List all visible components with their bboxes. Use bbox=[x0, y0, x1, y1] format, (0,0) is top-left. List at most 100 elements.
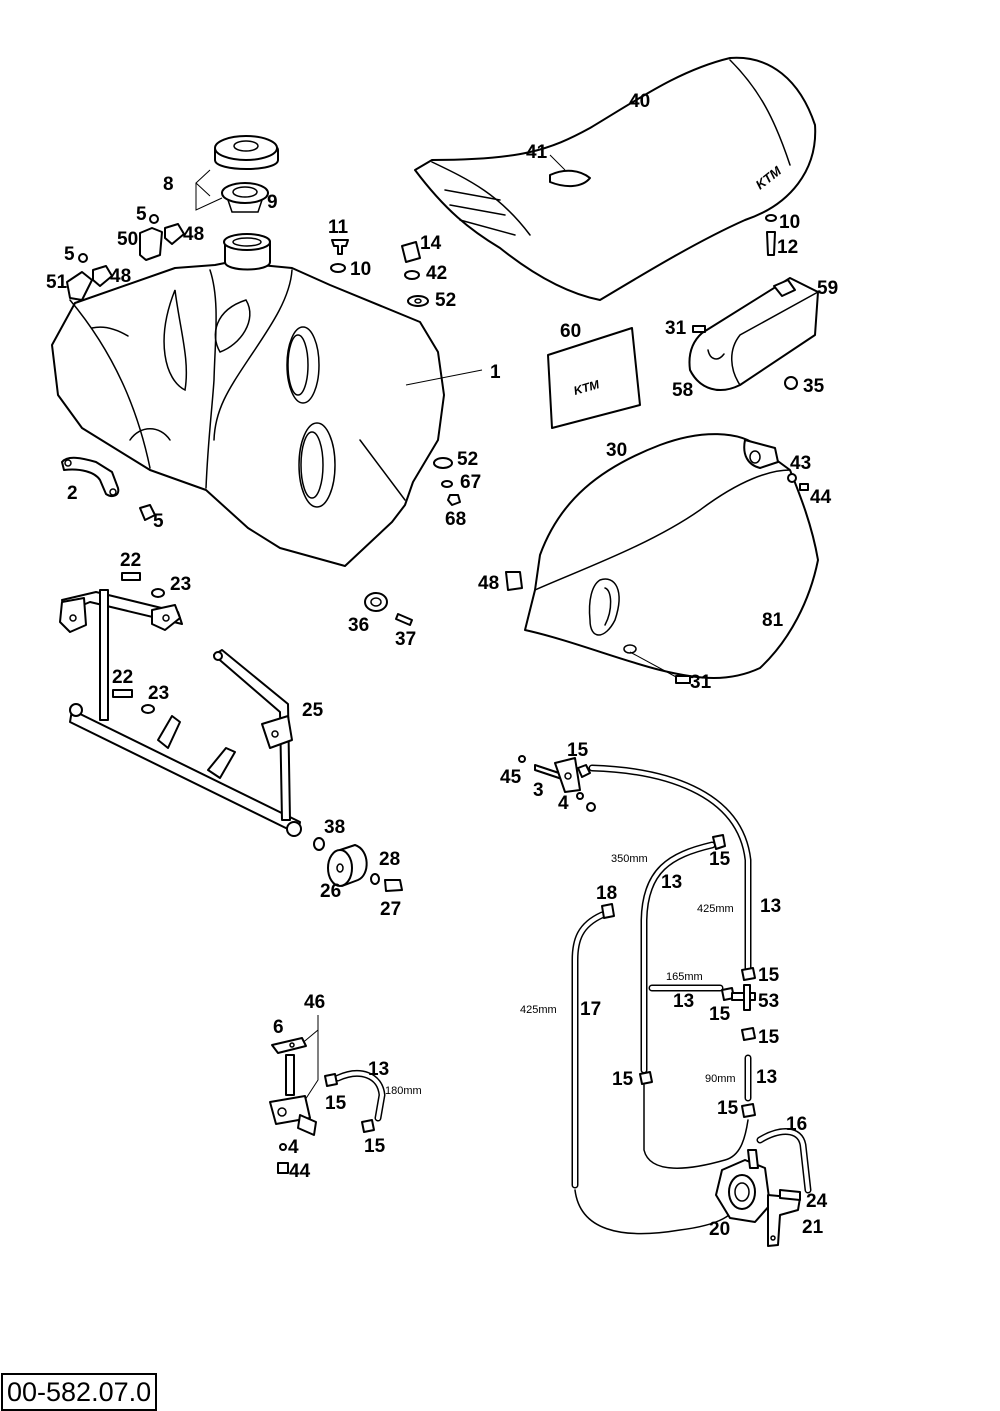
clamp-15-a[interactable] bbox=[577, 764, 591, 778]
seat-strap[interactable] bbox=[549, 169, 591, 188]
clamp-15-b[interactable] bbox=[712, 834, 726, 850]
label-washer-38: 38 bbox=[324, 817, 345, 838]
screw-5-a[interactable] bbox=[149, 214, 159, 224]
bracket-21[interactable] bbox=[767, 1194, 801, 1247]
washer-4-bottom[interactable] bbox=[279, 1143, 287, 1151]
label-seat: 40 bbox=[629, 91, 650, 112]
clip-59[interactable] bbox=[773, 279, 796, 297]
clamp-15-i[interactable] bbox=[361, 1119, 375, 1133]
frame-25[interactable] bbox=[59, 589, 302, 837]
label-sleeve-43: 43 bbox=[790, 453, 811, 474]
screw-5-c[interactable] bbox=[139, 504, 156, 521]
bolt-12[interactable] bbox=[766, 231, 776, 256]
cap-seal[interactable] bbox=[221, 182, 269, 213]
label-washer-23-a: 23 bbox=[170, 574, 191, 595]
label-screw-5-a: 5 bbox=[136, 204, 147, 225]
label-cap-seal: 9 bbox=[267, 192, 278, 213]
label-screw-44-b: 44 bbox=[289, 1161, 311, 1182]
label-washer-10-seat: 10 bbox=[779, 212, 800, 233]
washer-52-b[interactable] bbox=[433, 457, 453, 469]
washer-42[interactable] bbox=[404, 270, 420, 280]
hose-17[interactable] bbox=[571, 911, 606, 1189]
washer-10-tank[interactable] bbox=[330, 263, 346, 273]
fuel-tank[interactable] bbox=[51, 233, 445, 567]
label-bracket-51: 51 bbox=[46, 272, 68, 293]
washer-28[interactable] bbox=[370, 873, 380, 885]
label-fuel-tap-3: 3 bbox=[533, 780, 544, 801]
label-bracket-50: 50 bbox=[117, 229, 138, 250]
washer-4-top[interactable] bbox=[576, 792, 584, 800]
screw-44-b-lower[interactable] bbox=[277, 1162, 289, 1174]
nut-48-c[interactable] bbox=[505, 571, 523, 591]
washer-10-seat[interactable] bbox=[765, 214, 777, 222]
label-bolt-22-a: 22 bbox=[120, 550, 141, 571]
bracket-51[interactable] bbox=[66, 271, 93, 301]
label-clamp-15-f: 15 bbox=[717, 1098, 739, 1119]
washer-23-b[interactable] bbox=[141, 704, 155, 714]
bolt-22-b[interactable] bbox=[112, 689, 133, 698]
nut-68[interactable] bbox=[447, 494, 461, 506]
sleeve-43[interactable] bbox=[743, 439, 779, 469]
washer-23-a[interactable] bbox=[151, 588, 165, 598]
screw-44-a[interactable] bbox=[787, 473, 809, 491]
washer-67[interactable] bbox=[441, 480, 453, 488]
label-plate-6: 6 bbox=[273, 1017, 284, 1038]
grommet-36[interactable] bbox=[364, 592, 388, 612]
seat[interactable]: KTM bbox=[414, 56, 817, 301]
screw-5-b[interactable] bbox=[78, 253, 88, 263]
label-decal-60: 60 bbox=[560, 321, 581, 342]
dim-hose-350: 350mm bbox=[611, 853, 648, 865]
clamp-15-h[interactable] bbox=[324, 1073, 338, 1087]
oring-45[interactable] bbox=[518, 755, 526, 763]
clamp-15-e[interactable] bbox=[741, 1027, 756, 1041]
clamp-18[interactable] bbox=[601, 903, 615, 919]
hose-24[interactable] bbox=[779, 1189, 801, 1201]
nut-35[interactable] bbox=[784, 376, 798, 390]
clamp-15-f[interactable] bbox=[741, 1103, 756, 1118]
bolt-14[interactable] bbox=[401, 241, 421, 263]
label-screw-37: 37 bbox=[395, 629, 416, 650]
valve-20[interactable] bbox=[715, 1149, 771, 1223]
label-hose-13-e: 13 bbox=[756, 1067, 777, 1088]
screw-31-b[interactable] bbox=[675, 675, 691, 684]
label-bolt-12: 12 bbox=[777, 237, 798, 258]
tee-53[interactable] bbox=[731, 984, 756, 1011]
hose-13-c[interactable] bbox=[588, 764, 752, 972]
bolt-22-a[interactable] bbox=[121, 572, 141, 581]
fuel-tap-46[interactable] bbox=[269, 1054, 317, 1136]
label-clamp-18: 18 bbox=[596, 883, 617, 904]
hose-13-b[interactable] bbox=[640, 841, 716, 1074]
hose-13-a[interactable] bbox=[334, 1070, 386, 1122]
bolt-27[interactable] bbox=[384, 879, 403, 892]
washer-52-a[interactable] bbox=[407, 295, 429, 307]
screw-44-b[interactable] bbox=[586, 802, 596, 812]
side-cover-30[interactable] bbox=[524, 433, 819, 679]
label-clamp-15-h: 15 bbox=[325, 1093, 347, 1114]
bracket-left[interactable] bbox=[61, 456, 120, 497]
label-clamp-15-g: 15 bbox=[612, 1069, 634, 1090]
damper-26[interactable] bbox=[327, 844, 368, 887]
dim-hose-425-a: 425mm bbox=[697, 903, 734, 915]
screw-31-a[interactable] bbox=[692, 325, 706, 333]
filter-58[interactable] bbox=[688, 277, 819, 391]
label-seat-strap: 41 bbox=[526, 142, 548, 163]
clamp-15-g[interactable] bbox=[639, 1071, 653, 1085]
bolt-11[interactable] bbox=[331, 239, 349, 255]
label-clamp-15-d: 15 bbox=[709, 1004, 731, 1025]
screw-37[interactable] bbox=[395, 613, 413, 626]
label-clamp-15-i: 15 bbox=[364, 1136, 386, 1157]
washer-38[interactable] bbox=[313, 837, 325, 851]
clamp-15-c[interactable] bbox=[741, 967, 756, 981]
decal-60[interactable]: KTM bbox=[547, 327, 641, 429]
side-cover-81[interactable] bbox=[623, 644, 637, 654]
label-tank-cap: 8 bbox=[163, 174, 174, 195]
tank-cap[interactable] bbox=[214, 135, 279, 170]
label-screw-31-b: 31 bbox=[690, 672, 712, 693]
bracket-50[interactable] bbox=[139, 227, 163, 261]
hose-16[interactable] bbox=[756, 1128, 812, 1194]
nut-48-b[interactable] bbox=[92, 265, 113, 287]
nut-48-a[interactable] bbox=[164, 223, 185, 245]
plate-6[interactable] bbox=[271, 1037, 307, 1054]
label-washer-52-a: 52 bbox=[435, 290, 456, 311]
fuel-tap-3[interactable] bbox=[534, 757, 581, 793]
